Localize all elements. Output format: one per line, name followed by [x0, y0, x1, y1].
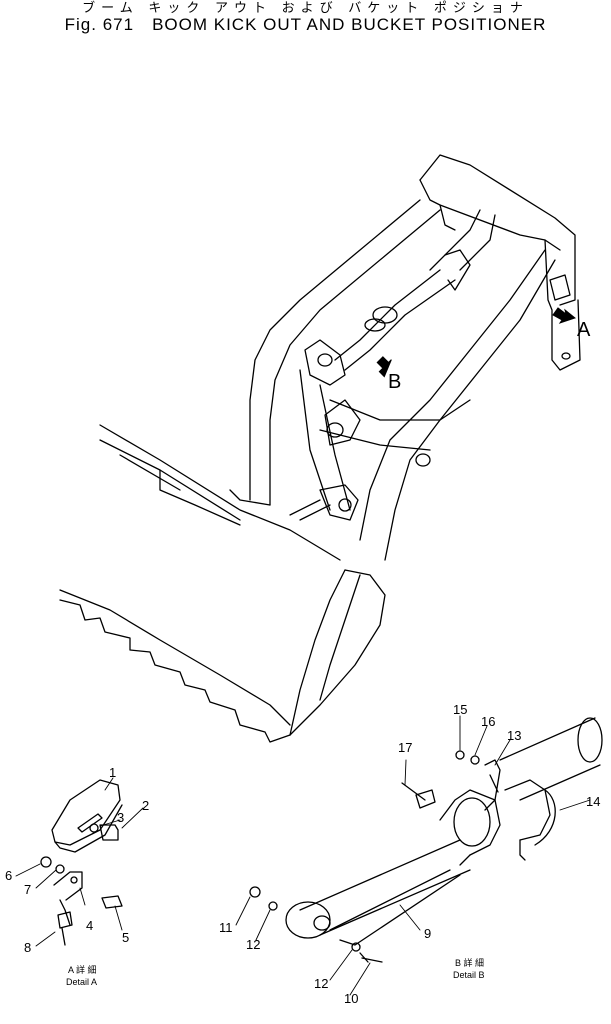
callout-a: A [577, 319, 591, 341]
detail-a-caption: Detail A [66, 977, 97, 987]
detail-b-caption: Detail B [453, 970, 485, 980]
arrow-b-icon [376, 356, 392, 378]
leader-lines [15, 715, 591, 996]
detail-a-drawing [40, 779, 123, 946]
part-number-label: 3 [117, 810, 124, 825]
part-number-label: 16 [481, 714, 495, 729]
part-number-label: 7 [24, 882, 31, 897]
part-number-label: 14 [586, 794, 600, 809]
part-number-label: 12 [246, 937, 260, 952]
part-number-label: 5 [122, 930, 129, 945]
part-number-label: 6 [5, 868, 12, 883]
part-number-label: 15 [453, 702, 467, 717]
part-number-label: 17 [398, 740, 412, 755]
detail-b-caption-jp: B 詳 細 [455, 957, 484, 968]
figure-number: Fig. 671 [64, 15, 135, 34]
figure-title-text: BOOM KICK OUT AND BUCKET POSITIONER [152, 15, 547, 34]
detail-a-caption-jp: A 詳 細 [68, 964, 97, 975]
callout-b: B [388, 371, 401, 393]
part-number-label: 8 [24, 940, 31, 955]
part-number-label: 10 [344, 991, 358, 1006]
part-number-label: 13 [507, 728, 521, 743]
part-number-label: 1 [109, 765, 116, 780]
loader-frame-drawing [249, 154, 581, 561]
part-number-label: 9 [424, 926, 431, 941]
detail-b-drawing [249, 717, 603, 963]
part-number-label: 2 [142, 798, 149, 813]
part-number-label: 4 [86, 918, 93, 933]
bucket-drawing [59, 424, 386, 743]
title-japanese: ブーム キック アウト および バケット ポジショナ [82, 0, 529, 15]
figure-title: Fig. 671 BOOM KICK OUT AND BUCKET POSITIO… [0, 14, 611, 36]
part-number-label: 11 [219, 920, 233, 935]
part-number-label: 12 [314, 976, 328, 991]
arrow-a-icon [552, 307, 577, 324]
